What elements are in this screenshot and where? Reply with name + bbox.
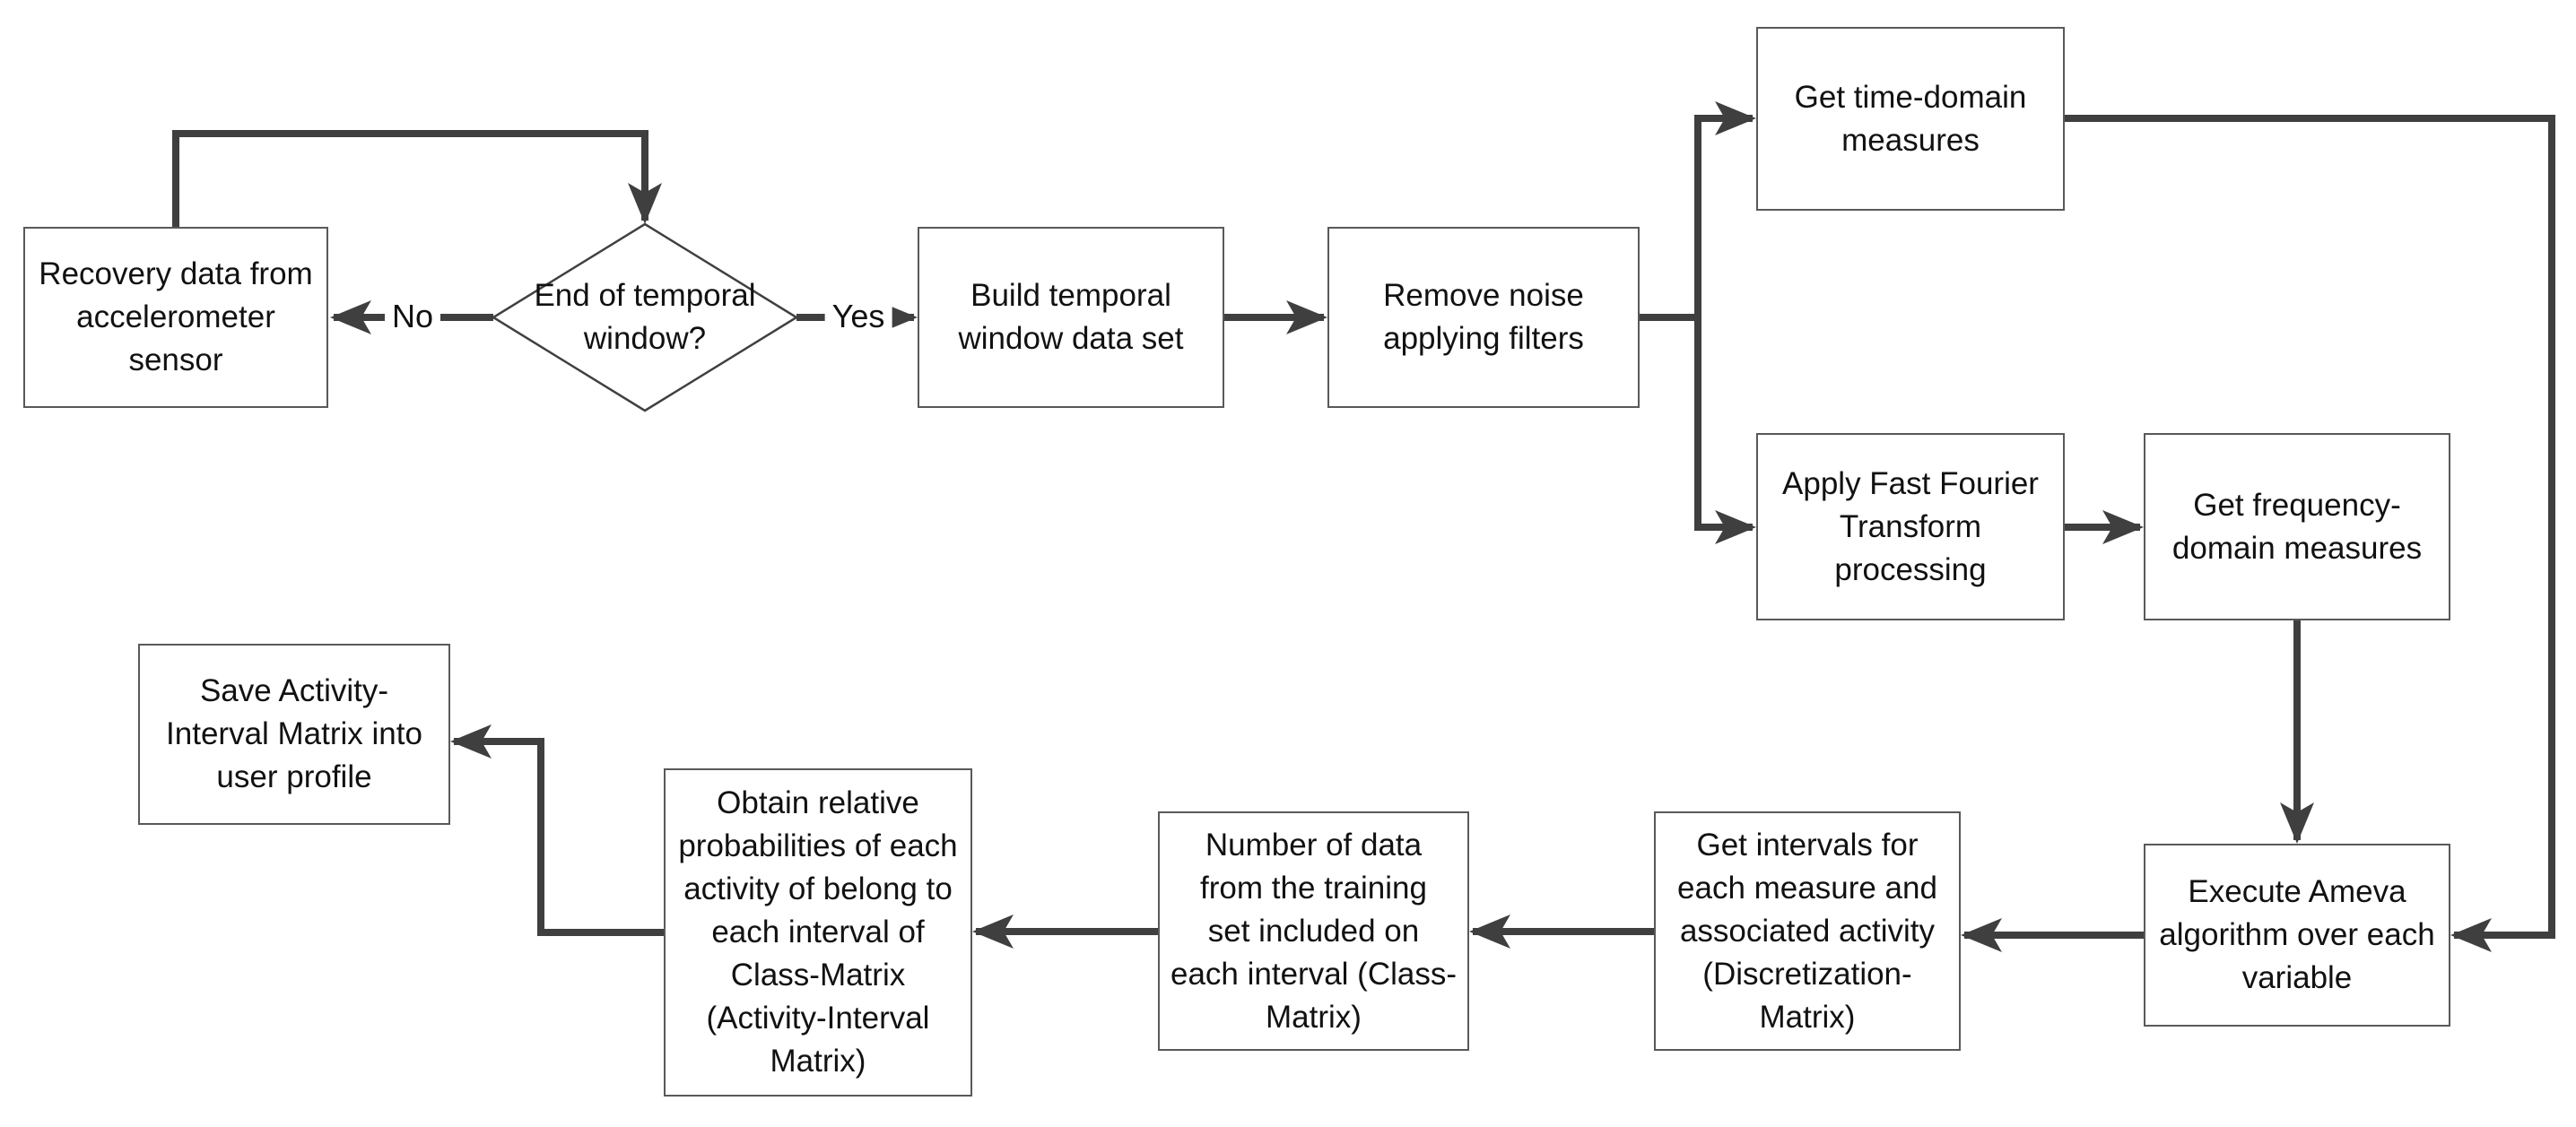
node-get-time-domain-measures-label: Get time-domain measures: [1794, 79, 2027, 158]
node-execute-ameva-label: Execute Ameva algorithm over each variab…: [2159, 874, 2435, 995]
decision-label: End of temporal window?: [534, 278, 756, 356]
node-execute-ameva: Execute Ameva algorithm over each variab…: [2144, 844, 2450, 1027]
node-build-temporal-window: Build temporal window data set: [918, 227, 1224, 408]
decision-diamond-shape: [491, 222, 799, 412]
node-remove-noise: Remove noise applying filters: [1327, 227, 1640, 408]
edge-time-domain-to-ameva: [2065, 115, 2555, 952]
node-get-intervals-discretization-matrix: Get intervals for each measure and assoc…: [1654, 811, 1961, 1051]
node-apply-fft: Apply Fast Fourier Transform processing: [1756, 433, 2065, 620]
node-recovery-data: Recovery data from accelerometer sensor: [23, 227, 328, 408]
node-recovery-data-label: Recovery data from accelerometer sensor: [39, 256, 313, 377]
node-class-matrix-label: Number of data from the training set inc…: [1171, 827, 1457, 1035]
edge-recovery-to-decision: [172, 130, 662, 227]
node-get-frequency-domain-measures: Get frequency- domain measures: [2144, 433, 2450, 620]
node-get-intervals-label: Get intervals for each measure and assoc…: [1677, 827, 1937, 1035]
node-save-user-profile-label: Save Activity- Interval Matrix into user…: [166, 673, 422, 794]
node-apply-fft-label: Apply Fast Fourier Transform processing: [1782, 465, 2039, 587]
node-activity-interval-matrix: Obtain relative probabilities of each ac…: [664, 768, 972, 1097]
edge-label-yes: Yes: [824, 299, 892, 334]
node-activity-interval-matrix-label: Obtain relative probabilities of each ac…: [678, 785, 958, 1079]
edge-label-no: No: [384, 299, 441, 334]
node-get-frequency-domain-measures-label: Get frequency- domain measures: [2171, 487, 2423, 566]
node-class-matrix: Number of data from the training set inc…: [1158, 811, 1469, 1051]
edge-activity-interval-to-save: [450, 724, 664, 936]
node-get-time-domain-measures: Get time-domain measures: [1756, 27, 2065, 211]
decision-end-of-temporal-window: End of temporal window?: [492, 269, 797, 366]
node-save-user-profile: Save Activity- Interval Matrix into user…: [138, 644, 450, 825]
node-remove-noise-label: Remove noise applying filters: [1383, 278, 1584, 356]
node-build-temporal-window-label: Build temporal window data set: [958, 278, 1184, 356]
